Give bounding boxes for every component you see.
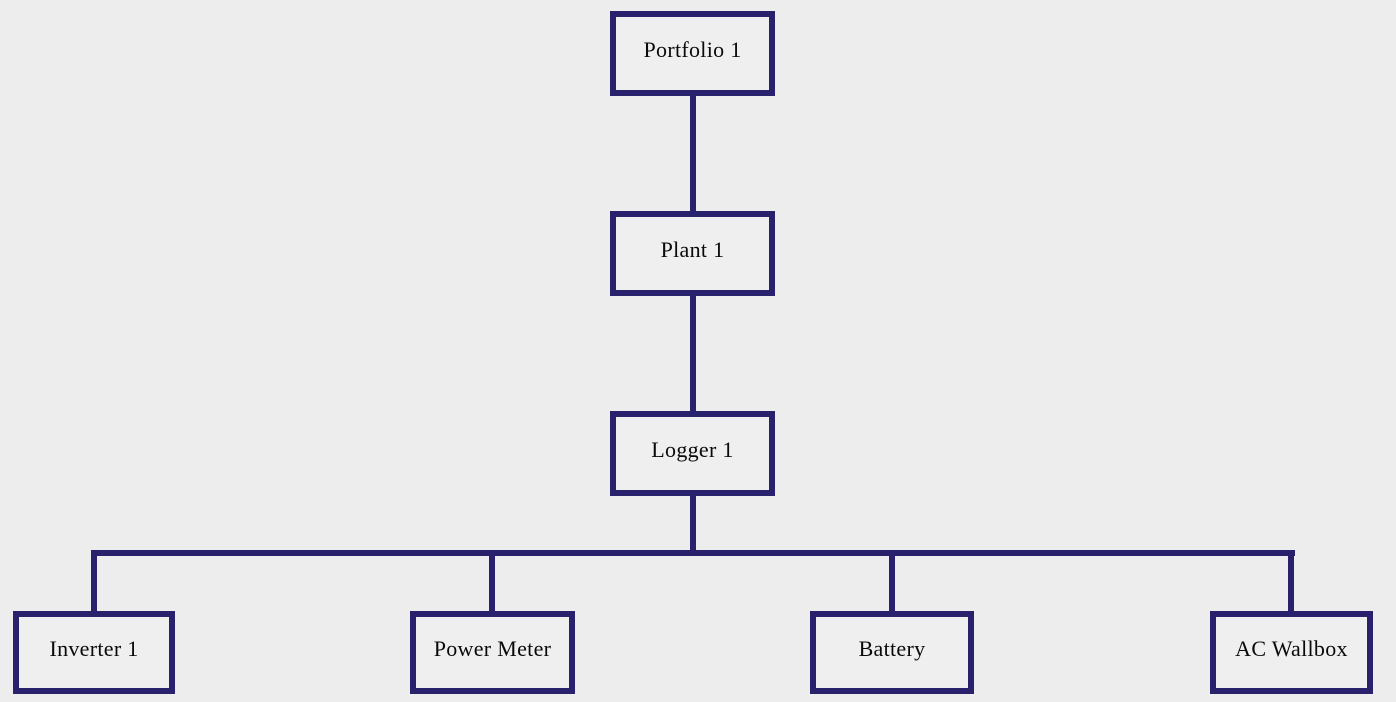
node-label: Logger 1	[651, 436, 734, 462]
node-label: Portfolio 1	[643, 36, 742, 62]
connector-portfolio-to-plant	[690, 96, 696, 211]
node-ac-wallbox[interactable]: AC Wallbox	[1210, 611, 1373, 694]
node-battery[interactable]: Battery	[810, 611, 974, 694]
node-label: Power Meter	[433, 635, 552, 661]
node-power-meter[interactable]: Power Meter	[410, 611, 575, 694]
node-label: Plant 1	[660, 236, 725, 262]
node-logger-1[interactable]: Logger 1	[610, 411, 775, 496]
node-portfolio-1[interactable]: Portfolio 1	[610, 11, 775, 96]
node-label: Battery	[858, 635, 926, 661]
connector-plant-to-logger	[690, 296, 696, 411]
node-plant-1[interactable]: Plant 1	[610, 211, 775, 296]
node-inverter-1[interactable]: Inverter 1	[13, 611, 175, 694]
connector-logger-to-bus	[690, 496, 696, 550]
node-label: Inverter 1	[49, 635, 139, 661]
node-label: AC Wallbox	[1235, 635, 1348, 661]
connector-bus-to-battery	[889, 556, 895, 611]
connector-bus-to-inverter	[91, 556, 97, 611]
connector-bus-to-ac-wallbox	[1288, 556, 1294, 611]
connector-bus-to-power-meter	[489, 556, 495, 611]
connector-children-bus	[91, 550, 1295, 556]
